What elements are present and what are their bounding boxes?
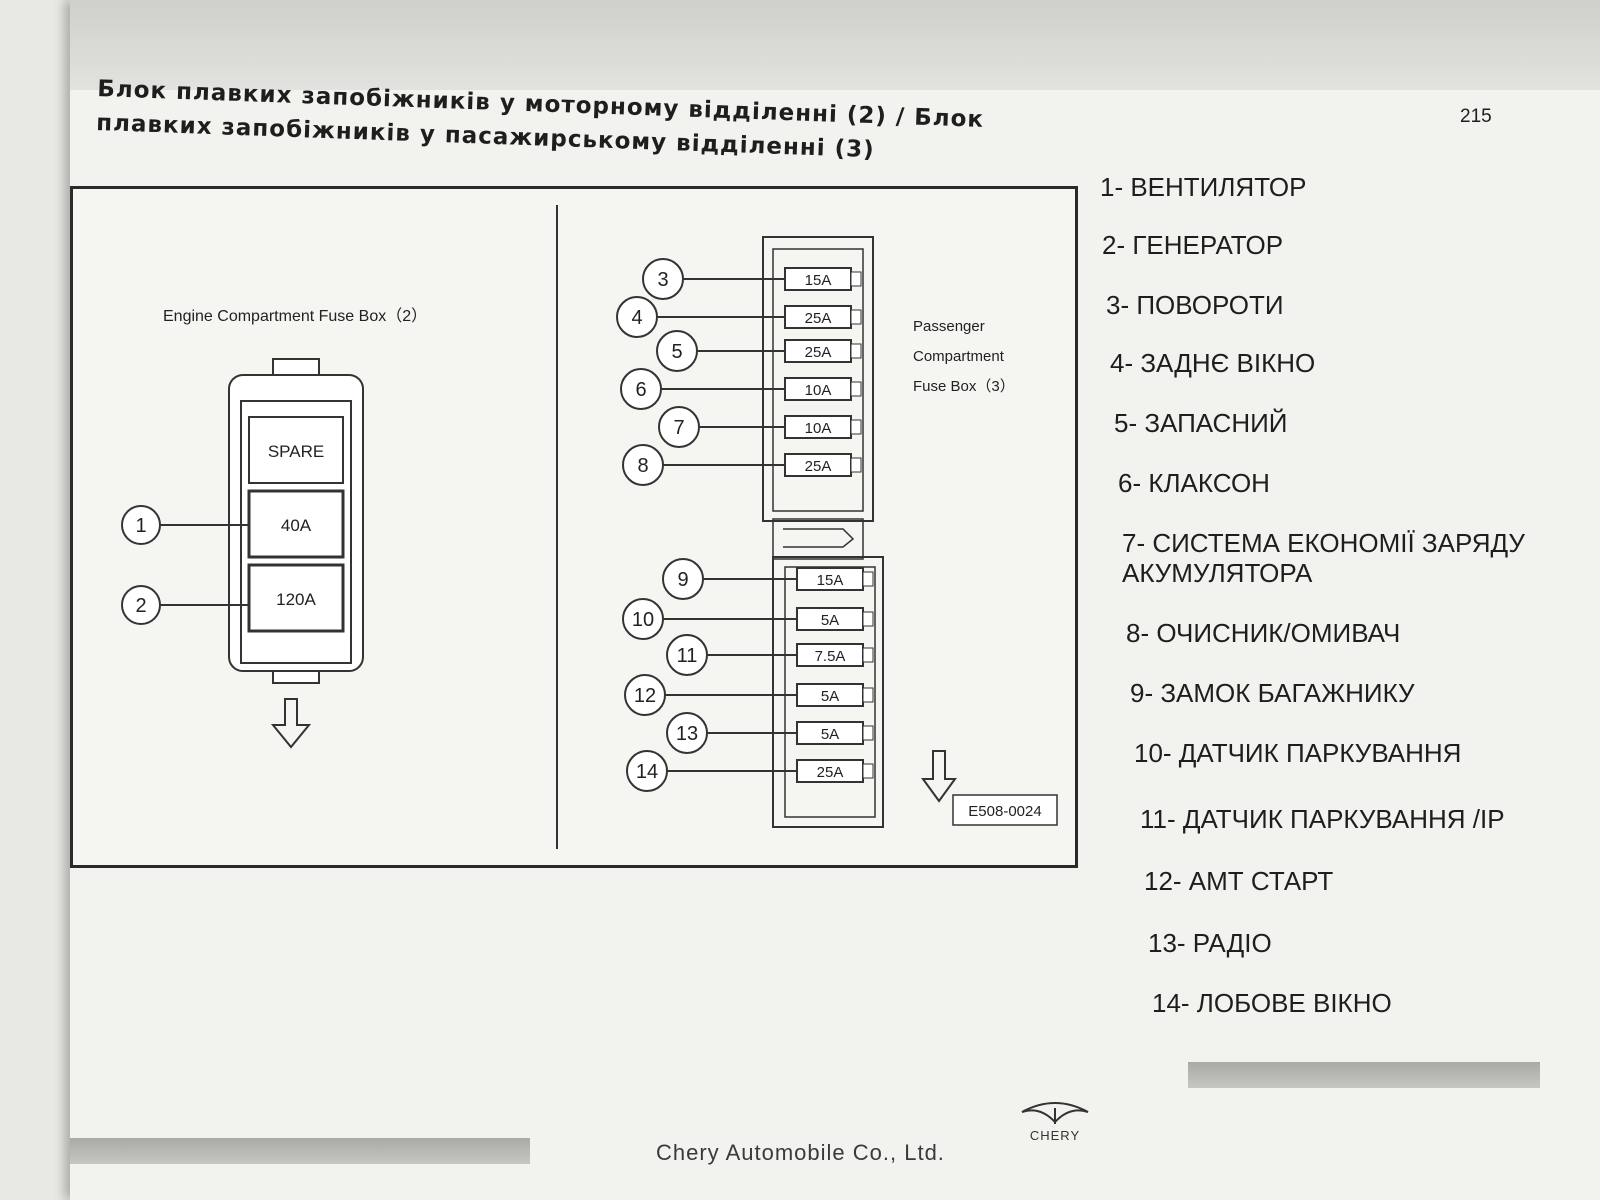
fuse-rating-1: 40A [281, 516, 312, 535]
passenger-box-label-line-1: Passenger [913, 318, 985, 335]
passenger-box-label-line-3: Fuse Box（3） [913, 378, 1015, 395]
legend-item: 3- ПОВОРОТИ [1106, 290, 1284, 320]
callout-circle-13 [666, 712, 708, 754]
passenger-fuse-group: 3 15A 4 25A 5 25A 6 10A 7 10A 8 25A 9 15A 10 5A 11 7.5A 12… [616, 258, 874, 792]
passenger-box-upper-inner [772, 248, 864, 512]
passenger-box-upper [762, 236, 874, 522]
callout-circle-12 [624, 674, 666, 716]
engine-box-bottom-tab [272, 670, 320, 684]
header-band [70, 0, 1600, 90]
callout-number-1: 1 [135, 515, 146, 537]
callout-circle-4 [616, 296, 658, 338]
fuse-terminal-9 [862, 571, 874, 587]
callout-circle-11 [666, 634, 708, 676]
callout-number-8: 8 [637, 455, 648, 477]
fuse-rating-14: 25A [817, 764, 844, 781]
fuse-terminal-8 [850, 457, 862, 473]
legend-item: 8- ОЧИСНИК/ОМИВАЧ [1126, 618, 1401, 648]
callout-number-13: 13 [676, 723, 698, 745]
callout-number-14: 14 [636, 761, 658, 783]
fuse-terminal-12 [862, 687, 874, 703]
fuse-slot-1 [247, 489, 345, 559]
legend-item: 4- ЗАДНЄ ВІКНО [1110, 348, 1316, 378]
manual-page: Блок плавких запобіжників у моторному ві… [70, 0, 1600, 1200]
figure-code: E508-0024 [968, 803, 1041, 820]
fuse-rating-10: 5A [821, 612, 839, 629]
fuse-diagram-svg: Engine Compartment Fuse Box（2） SPARE 40A… [121, 205, 1058, 849]
callout-number-5: 5 [671, 341, 682, 363]
connector-latch-icon [783, 528, 855, 548]
figure-code-box [952, 794, 1058, 826]
callout-circle-14 [626, 750, 668, 792]
callout-number-7: 7 [673, 417, 684, 439]
fuse-rating-6: 10A [805, 382, 832, 399]
page-number: 215 [1460, 106, 1492, 127]
footer-company: Chery Automobile Co., Ltd. [656, 1140, 945, 1165]
down-arrow-icon [921, 750, 957, 803]
callout-number-11: 11 [677, 645, 698, 667]
callout-number-4: 4 [631, 307, 642, 329]
callout-circle-7 [658, 406, 700, 448]
footer-band-right [1188, 1062, 1540, 1088]
fuse-rating-4: 25A [805, 310, 832, 327]
callout-number-9: 9 [677, 569, 688, 591]
callout-number-10: 10 [632, 609, 654, 631]
fuse-terminal-7 [850, 419, 862, 435]
legend-item: 6- КЛАКСОН [1118, 468, 1270, 498]
legend-item: 10- ДАТЧИК ПАРКУВАННЯ [1134, 738, 1462, 768]
fuse-terminal-4 [850, 309, 862, 325]
fuse-diagram: Engine Compartment Fuse Box（2） SPARE 40A… [70, 186, 1078, 868]
fuse-terminal-3 [850, 271, 862, 287]
passenger-box-label-line-2: Compartment [913, 348, 1005, 365]
fuse-terminal-6 [850, 381, 862, 397]
fuse-rating-12: 5A [821, 688, 839, 705]
fuse-terminal-14 [862, 763, 874, 779]
chery-logo-icon [1021, 1102, 1089, 1124]
fuse-rating-9: 15A [817, 572, 844, 589]
down-arrow-icon [270, 698, 312, 749]
callout-circle-5 [656, 330, 698, 372]
callout-circle-6 [620, 368, 662, 410]
callout-number-3: 3 [657, 269, 668, 291]
fuse-terminal-10 [862, 611, 874, 627]
callout-number-2: 2 [135, 595, 146, 617]
fuse-rating-7: 10A [805, 420, 832, 437]
callout-number-12: 12 [634, 685, 656, 707]
callout-circle-9 [662, 558, 704, 600]
fuse-rating-8: 25A [805, 458, 832, 475]
callout-circle-10 [622, 598, 664, 640]
legend-item: 9- ЗАМОК БАГАЖНИКУ [1130, 678, 1415, 708]
passenger-box-connector [772, 518, 864, 560]
fuse-rating-13: 5A [821, 726, 839, 743]
fuse-terminal-11 [862, 647, 874, 663]
legend-item: 1- ВЕНТИЛЯТОР [1100, 172, 1307, 202]
legend-item: 12- АМТ СТАРТ [1144, 866, 1334, 896]
chery-logo-text: CHERY [1030, 1128, 1080, 1143]
fuse-rating-3: 15A [805, 272, 832, 289]
legend-item: 13- РАДІО [1148, 928, 1272, 958]
legend-item: 11- ДАТЧИК ПАРКУВАННЯ /ІР [1140, 804, 1505, 834]
legend-item: 5- ЗАПАСНИЙ [1114, 408, 1288, 438]
callout-number-6: 6 [635, 379, 646, 401]
engine-box-label: Engine Compartment Fuse Box（2） [163, 307, 427, 325]
callout-circle-8 [622, 444, 664, 486]
fuse-slot-2 [247, 563, 345, 633]
legend-item: 14- ЛОБОВЕ ВІКНО [1152, 988, 1392, 1018]
spare-slot-label: SPARE [268, 442, 324, 461]
callout-circle-3 [642, 258, 684, 300]
legend-item: 7- СИСТЕМА ЕКОНОМІЇ ЗАРЯДУ АКУМУЛЯТОРА [1122, 528, 1525, 588]
fuse-rating-2: 120A [276, 590, 316, 609]
legend-item: 2- ГЕНЕРАТОР [1102, 230, 1284, 260]
chery-logo: CHERY [1021, 1102, 1089, 1143]
passenger-box-lower [772, 556, 884, 828]
fuse-rating-5: 25A [805, 344, 832, 361]
fuse-terminal-13 [862, 725, 874, 741]
fuse-rating-11: 7.5A [815, 648, 846, 665]
fuse-terminal-5 [850, 343, 862, 359]
spare-slot [248, 416, 344, 484]
footer-band-left [70, 1138, 530, 1164]
